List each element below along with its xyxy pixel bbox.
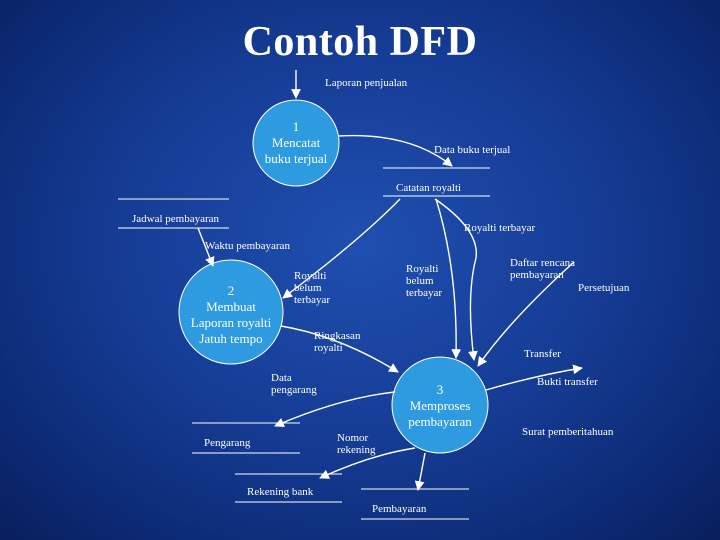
flow-waktu-label: Waktu pembayaran (205, 240, 290, 252)
flow-transfer-line (485, 364, 583, 391)
flow-nomor-label: Nomor rekening (337, 432, 376, 456)
flow-ringkasan-label: Ringkasan royalti (314, 330, 361, 354)
flow-ringkasan-line (280, 325, 399, 373)
flow-surat-label: Surat pemberitahuan (522, 426, 614, 438)
process-1-circle[interactable] (252, 99, 340, 187)
store-jadwal-label: Jadwal pembayaran (132, 213, 220, 225)
flow-royalti-belum-2-line (435, 198, 462, 359)
flow-royalti-belum-1-label: Royalti belum terbayar (294, 270, 331, 306)
process-1-label: 1 Mencatat buku terjual (264, 119, 328, 166)
flow-pembayaran-line (414, 452, 426, 491)
slide-title: Contoh DFD (242, 19, 478, 65)
process-3-label: 3 Memproses pembayaran (408, 382, 472, 429)
flow-waktu-line (197, 227, 215, 267)
flow-royalti-belum-2-label: Royalti belum terbayar (406, 263, 443, 299)
flow-data-buku-line (337, 134, 453, 167)
flow-daftar-rencana-line (477, 261, 575, 367)
flow-data-buku-label: Data buku terjual (434, 144, 511, 156)
store-pengarang-label: Pengarang (204, 437, 251, 449)
flow-nomor-rekening-line (319, 447, 416, 479)
flow-transfer-label: Transfer (524, 348, 561, 360)
process-2-label: 2 Membuat Laporan royalti Jatuh tempo (190, 283, 272, 346)
flow-royalti-terbayar-line (434, 198, 478, 361)
store-pembayaran-label: Pembayaran (372, 503, 427, 515)
store-jadwal-pembayaran (118, 198, 229, 229)
store-catatan-label: Catatan royalti (396, 182, 462, 194)
process-3-circle[interactable] (391, 356, 489, 454)
flow-data-pengarang-label: Data pengarang (271, 372, 317, 396)
flow-bukti-label: Bukti transfer (537, 376, 598, 388)
store-catatan-royalti (383, 167, 490, 197)
flow-data-pengarang-line (274, 391, 396, 428)
flow-royalti-terbayar-label: Royalti terbayar (464, 222, 536, 234)
flow-royalti-belum-1-line (282, 198, 401, 299)
store-rekening-label: Rekening bank (247, 486, 314, 498)
flow-persetujuan-label: Persetujuan (578, 282, 630, 294)
flow-laporan-penjualan-label: Laporan penjualan (325, 77, 408, 89)
process-2-circle[interactable] (178, 259, 284, 365)
flow-daftar-label: Daftar rencana pembayaran (510, 257, 576, 281)
